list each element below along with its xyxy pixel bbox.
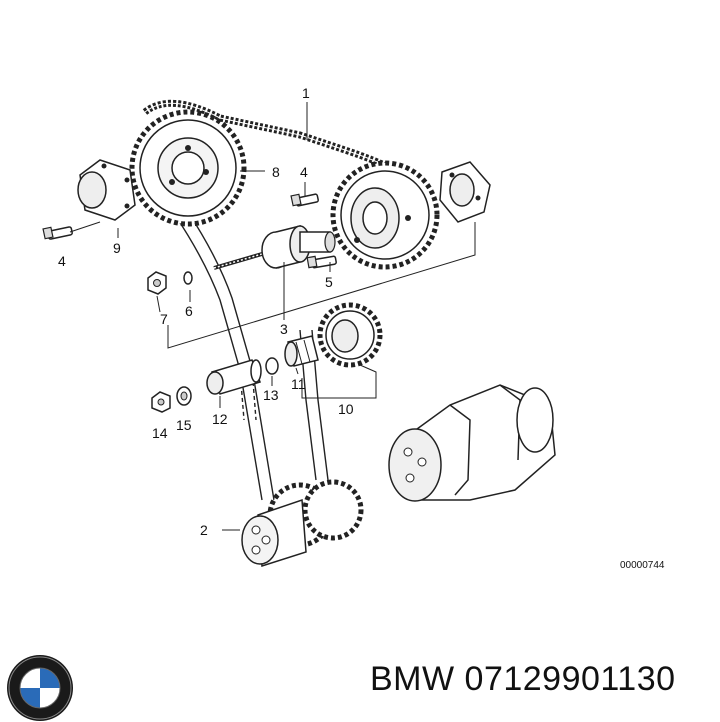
callout-5: 5 <box>325 274 333 290</box>
diagram-reference-code: 00000744 <box>620 560 665 571</box>
callout-7: 7 <box>160 311 168 327</box>
leader-lines <box>69 102 476 531</box>
nut-part7 <box>147 271 167 295</box>
callout-14: 14 <box>152 425 168 441</box>
intake-camshaft-sprocket <box>129 109 247 227</box>
o-ring <box>265 357 279 375</box>
callout-15: 15 <box>176 417 192 433</box>
callout-6: 6 <box>185 303 193 319</box>
bmw-logo-icon <box>7 655 73 721</box>
callout-9: 9 <box>113 240 121 256</box>
callout-13: 13 <box>263 387 279 403</box>
bolt-part5 <box>306 255 337 269</box>
callout-2: 2 <box>200 522 208 538</box>
small-seal-ring <box>183 271 193 285</box>
bolt-right <box>290 193 319 207</box>
intake-hub-flange <box>77 159 136 221</box>
drive-shaft-gear <box>213 225 336 270</box>
callout-11: 11 <box>291 376 306 392</box>
washer-part15 <box>176 386 192 406</box>
intermediate-sprocket <box>317 302 383 368</box>
bolt-left <box>42 226 73 240</box>
callout-3: 3 <box>280 321 288 337</box>
crankshaft-sprocket <box>241 479 364 568</box>
exhaust-hub-flange <box>439 161 491 223</box>
nut-part14 <box>151 391 171 413</box>
callout-8: 8 <box>272 164 280 180</box>
callout-12: 12 <box>212 411 228 427</box>
exhaust-camshaft-sprocket <box>330 160 440 270</box>
callout-1: 1 <box>302 85 310 101</box>
callout-10: 10 <box>338 401 354 417</box>
crankshaft <box>388 384 556 502</box>
callout-4-left: 4 <box>58 253 66 269</box>
needle-bearing <box>284 335 319 367</box>
sleeve <box>206 359 262 395</box>
callout-labels: 1 2 3 4 4 5 6 7 8 9 10 11 12 13 14 15 <box>58 85 354 538</box>
callout-4-right: 4 <box>300 164 308 180</box>
part-number-caption: BMW 07129901130 <box>370 660 676 698</box>
